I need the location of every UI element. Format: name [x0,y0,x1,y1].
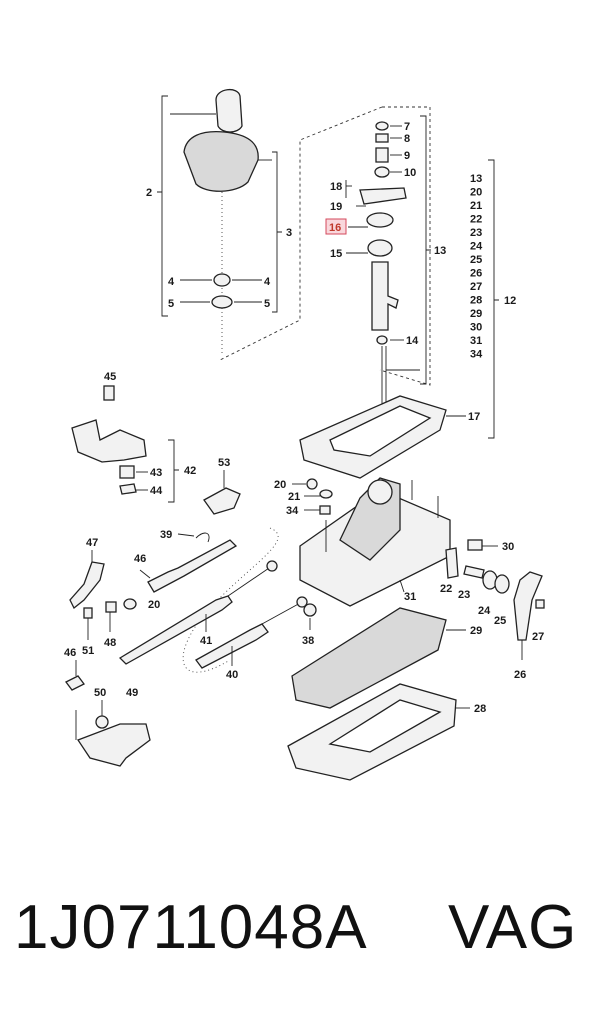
label-44: 44 [150,485,163,497]
label-42: 42 [184,465,196,477]
label-12: 12 [504,295,516,307]
part-list-item: 30 [470,322,482,334]
label-34: 34 [286,505,299,517]
seal-ring-lower [180,295,262,309]
bracket-assembly [71,385,148,495]
clip-53 [203,470,241,515]
label-27: 27 [532,631,544,643]
gasket-plate [299,395,466,479]
label-16: 16 [329,222,341,234]
label-24: 24 [478,605,491,617]
label-7: 7 [404,121,410,133]
part-list-item: 25 [470,254,482,266]
label-15: 15 [330,248,342,260]
label-26: 26 [514,669,526,681]
label-43: 43 [150,467,162,479]
label-22: 22 [440,583,452,595]
label-50: 50 [94,687,106,699]
bracket-42 [168,439,179,503]
label-47: 47 [86,537,98,549]
gear-boot [183,130,272,192]
label-48: 48 [104,637,116,649]
clip-30 [467,539,498,551]
label-21: 21 [288,491,300,503]
cable-46-upper [139,539,238,593]
seal-ring-upper [180,273,262,287]
label-19: 19 [330,201,342,213]
part-list-item: 28 [470,295,482,307]
selector-lever [69,550,137,640]
washer-38 [303,603,317,630]
label-3: 3 [286,227,292,239]
bracket-12 [488,159,499,439]
cable-41 [118,560,278,665]
lower-bracket [75,700,151,767]
label-23: 23 [458,589,470,601]
label-41: 41 [200,635,212,647]
part-list-item: 29 [470,308,482,320]
part-list-item: 34 [470,349,483,361]
cable-40 [195,596,308,669]
label-25: 25 [494,615,506,627]
part-list-item: 20 [470,187,482,199]
part-list-item: 26 [470,268,482,280]
base-tray [287,683,470,781]
small-parts-20-21-34 [292,478,333,515]
bracket-3 [272,151,282,313]
label-14: 14 [406,335,419,347]
label-13: 13 [434,245,446,257]
brand-caption: VAG [448,893,578,962]
part-list-item: 23 [470,227,482,239]
label-2: 2 [146,187,152,199]
label-17: 17 [468,411,480,423]
bracket-13 [420,115,431,385]
part-list-item: 27 [470,281,482,293]
label-4a: 4 [168,276,175,288]
label-38: 38 [302,635,314,647]
part-list-item: 22 [470,214,482,226]
label-46b: 46 [64,647,76,659]
label-5b: 5 [264,298,270,310]
insulation-plate [291,607,466,709]
part-list-item: 24 [470,241,483,253]
group-boundary-lines [219,106,431,386]
label-16-highlight [325,218,347,235]
label-45: 45 [104,371,116,383]
label-8: 8 [404,133,410,145]
label-51: 51 [82,645,94,657]
label-53: 53 [218,457,230,469]
lever-parts-stack [345,121,420,460]
label-18: 18 [330,181,342,193]
label-20b: 20 [148,599,160,611]
label-20a: 20 [274,479,286,491]
label-5a: 5 [168,298,174,310]
exploded-parts-diagram: 2 3 4 4 5 5 7 8 9 10 18 19 16 15 13 14 1… [64,89,545,781]
right-side-parts [445,547,545,660]
label-10: 10 [404,167,416,179]
clip-39 [177,532,210,543]
part-list-item: 21 [470,200,482,212]
label-9: 9 [404,150,410,162]
label-46a: 46 [134,553,146,565]
part-list-item: 13 [470,173,482,185]
gear-knob [170,89,243,133]
label-49: 49 [126,687,138,699]
bracket-2 [157,95,168,317]
label-40: 40 [226,669,238,681]
label-30: 30 [502,541,514,553]
label-28: 28 [474,703,486,715]
label-31: 31 [404,591,416,603]
part-number-caption: 1J0711048A [14,893,368,962]
part-list-item: 31 [470,335,482,347]
label-29: 29 [470,625,482,637]
cable-end-46 [65,660,85,691]
label-39: 39 [160,529,172,541]
label-4b: 4 [264,276,271,288]
